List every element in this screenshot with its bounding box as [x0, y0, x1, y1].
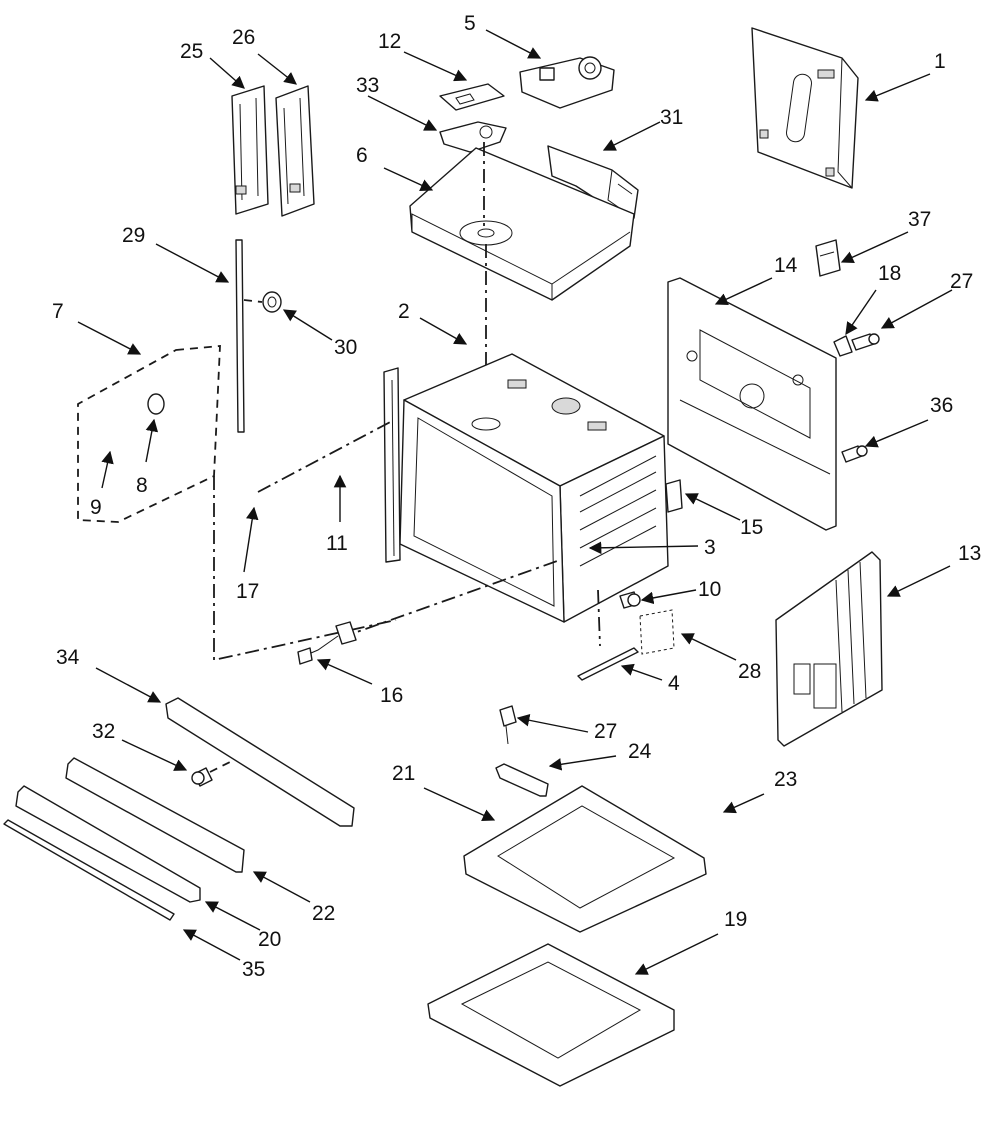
- callout-27-top: 27: [950, 270, 973, 293]
- callout-34: 34: [56, 646, 80, 669]
- callout-10: 10: [698, 578, 721, 601]
- callout-32: 32: [92, 720, 115, 743]
- callout-2: 2: [398, 300, 410, 323]
- callout-16: 16: [380, 684, 403, 707]
- part-screw-36: [841, 445, 868, 463]
- callout-25: 25: [180, 40, 203, 63]
- part-trim-22: [65, 757, 245, 873]
- part-rail-34: [165, 697, 355, 827]
- callout-28: 28: [738, 660, 761, 683]
- callout-labels: 1 2 3 4 5 6 7 8 9 10 11 12 13 14 15 16 1…: [52, 12, 981, 981]
- callout-4: 4: [668, 672, 680, 695]
- callout-6: 6: [356, 144, 368, 167]
- callout-17: 17: [236, 580, 259, 603]
- part-bracket-18: [833, 335, 853, 357]
- callout-arrows: [77, 29, 953, 975]
- part-vertical-strip-29: [235, 239, 245, 433]
- callout-23: 23: [774, 768, 797, 791]
- callout-31: 31: [660, 106, 683, 129]
- part-bracket-12: [439, 83, 505, 111]
- part-side-panel-13: [775, 551, 883, 747]
- callout-30: 30: [334, 336, 357, 359]
- part-light-socket-30: [243, 291, 282, 313]
- callout-19: 19: [724, 908, 747, 931]
- part-screw-27-bottom: [499, 705, 517, 745]
- part-back-panel: [667, 277, 837, 531]
- callout-20: 20: [258, 928, 281, 951]
- callout-37: 37: [908, 208, 931, 231]
- callout-9: 9: [90, 496, 102, 519]
- callout-33: 33: [356, 74, 379, 97]
- callout-29: 29: [122, 224, 145, 247]
- callout-15: 15: [740, 516, 763, 539]
- assembly-line-11: [339, 559, 561, 639]
- callout-3: 3: [704, 536, 716, 559]
- part-rear-panel: [751, 27, 859, 189]
- part-side-panel-25: [231, 85, 269, 215]
- callout-12: 12: [378, 30, 401, 53]
- part-connector-37: [815, 239, 841, 277]
- callout-8: 8: [136, 474, 148, 497]
- part-screw-27-top: [851, 333, 880, 351]
- part-oven-cavity: [399, 353, 669, 623]
- callout-24: 24: [628, 740, 652, 763]
- part-bracket-15: [665, 479, 683, 513]
- callout-22: 22: [312, 902, 335, 925]
- callout-26: 26: [232, 26, 255, 49]
- callout-36: 36: [930, 394, 953, 417]
- callout-14: 14: [774, 254, 798, 277]
- callout-1: 1: [934, 50, 946, 73]
- part-bottom-panel-19: [427, 943, 675, 1087]
- part-wire-16: [297, 621, 357, 665]
- part-bracket-24: [495, 763, 549, 797]
- part-sensor-4: [577, 647, 639, 681]
- part-lamp-assembly-group: [77, 345, 221, 523]
- callout-27-bottom: 27: [594, 720, 617, 743]
- part-strip-35: [3, 819, 175, 921]
- assembly-line-left: [213, 476, 397, 662]
- part-inner-panel-21: [463, 785, 707, 933]
- part-side-panel-26: [275, 85, 315, 217]
- part-front-frame: [383, 367, 401, 563]
- assembly-line-4: [597, 589, 601, 647]
- part-screw-32: [191, 759, 235, 787]
- part-screw-10: [619, 591, 641, 609]
- part-vent-28: [639, 609, 675, 655]
- callout-35: 35: [242, 958, 265, 981]
- callout-5: 5: [464, 12, 476, 35]
- callout-13: 13: [958, 542, 981, 565]
- callout-7: 7: [52, 300, 64, 323]
- callout-18: 18: [878, 262, 901, 285]
- part-trim-20: [15, 785, 201, 903]
- part-bracket-33: [439, 121, 507, 153]
- assembly-line-17: [257, 419, 395, 493]
- part-motor-assembly: [519, 56, 615, 109]
- callout-11: 11: [326, 532, 348, 555]
- callout-21: 21: [392, 762, 415, 785]
